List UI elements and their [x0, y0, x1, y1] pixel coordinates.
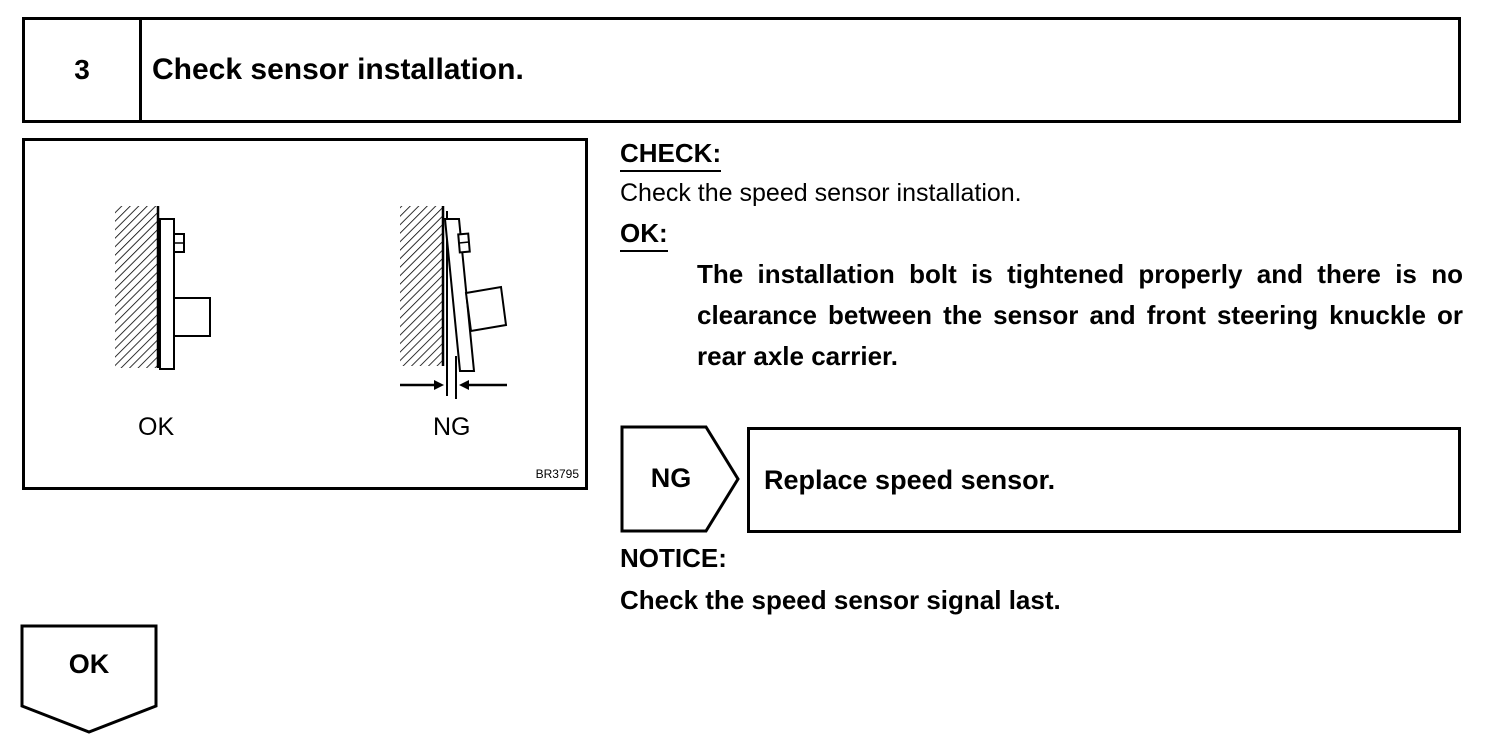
check-text: Check the speed sensor installation. [620, 179, 1022, 207]
check-heading: CHECK: [620, 138, 722, 172]
ng-action-text: Replace speed sensor. [764, 464, 1056, 495]
ng-action: Replace speed sensor. [747, 427, 1461, 533]
figure-code: BR3795 [535, 467, 579, 481]
notice-heading: NOTICE: [620, 543, 727, 573]
ok-criteria: The installation bolt is tightened prope… [697, 259, 1463, 371]
ok-illustration [115, 206, 211, 370]
ok-branch-label: OK [68, 648, 110, 679]
ok-heading: OK: [620, 218, 668, 252]
ok-arrow-marker [20, 624, 158, 734]
notice-text: Check the speed sensor signal last. [620, 585, 1061, 615]
ng-label: NG [650, 462, 692, 493]
step-header: 3 Check sensor installation. [22, 17, 1461, 123]
sensor-installation-figure: OK NG BR3795 [22, 138, 588, 490]
sensor-diagram [115, 206, 508, 399]
figure-label-ng: NG [433, 413, 471, 441]
ng-arrow-marker [620, 425, 740, 533]
ng-illustration [400, 206, 508, 399]
step-number: 3 [25, 20, 142, 120]
step-title: Check sensor installation. [152, 53, 524, 86]
figure-label-ok: OK [138, 413, 175, 441]
